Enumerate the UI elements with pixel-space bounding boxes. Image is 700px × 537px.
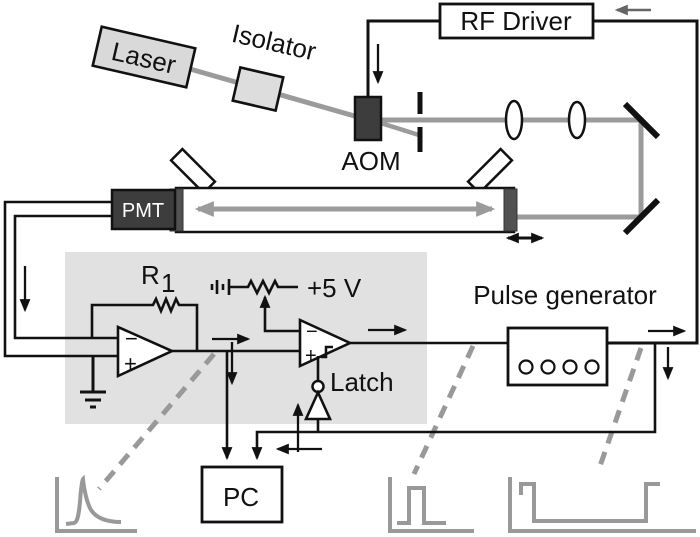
cavity-mirror-right — [503, 188, 518, 232]
pulse-generator-box — [506, 326, 609, 387]
steering-mirror-top — [622, 101, 661, 140]
pc-label: PC — [223, 482, 259, 512]
supply-voltage-label: +5 V — [307, 273, 362, 303]
lens-2 — [567, 100, 587, 140]
waveform-axes — [55, 477, 137, 533]
pulse-trace — [397, 486, 446, 525]
gate-return-wire — [251, 343, 657, 461]
pmt-box — [110, 188, 177, 231]
inverter-triangle — [303, 389, 333, 421]
comparator-plus-sign: + — [305, 345, 317, 367]
cavity-side-arm-right — [466, 147, 514, 195]
pmt-cable-outer — [3, 200, 120, 358]
threshold-wire-up-arrow — [259, 294, 300, 333]
r1-label: R 1 — [141, 260, 175, 298]
opamp-triangle — [116, 324, 176, 379]
pulse-generator-knobs — [518, 359, 600, 375]
trigger-to-rf-wire — [593, 19, 699, 345]
callout-dash-ringdown — [97, 352, 216, 491]
laser-box: Laser — [91, 25, 197, 89]
rf-to-aom-wire — [366, 19, 440, 97]
knob-icon — [540, 359, 556, 375]
waveform-gate — [508, 477, 696, 533]
waveform-axes — [388, 477, 474, 533]
feedback-resistor-r1 — [90, 295, 199, 351]
battery-symbol — [210, 279, 231, 295]
r1-name: R — [141, 260, 160, 290]
pmt-cable-inner — [13, 214, 120, 340]
ringdown-decay-curve — [65, 474, 122, 526]
opamp-minus-sign: − — [125, 326, 138, 351]
isolator-label: Isolator — [229, 18, 319, 66]
opamp-plus-sign: + — [124, 351, 137, 376]
gate-trace — [519, 482, 660, 523]
cavity-side-arm-left — [169, 147, 217, 195]
rf-driver-box — [438, 2, 595, 40]
rf-driver-label: RF Driver — [460, 6, 572, 36]
knob-icon — [584, 359, 600, 375]
comparator-minus-sign: − — [306, 321, 318, 343]
ground-symbol — [80, 356, 106, 409]
isolator-box — [231, 65, 285, 113]
knob-icon — [518, 359, 534, 375]
steering-mirror-bottom — [622, 197, 661, 236]
threshold-resistor — [229, 278, 298, 296]
pulse-generator-label: Pulse generator — [473, 280, 657, 310]
knob-icon — [562, 359, 578, 375]
waveform-comparator-pulse — [388, 477, 474, 533]
pc-box — [200, 465, 284, 524]
waveform-axes — [508, 477, 696, 533]
callout-dash-pulse — [411, 344, 476, 476]
r1-subscript: 1 — [161, 268, 175, 298]
hysteresis-icon — [321, 345, 333, 359]
pmt-label: PMT — [122, 200, 164, 222]
waveform-ringdown — [55, 474, 137, 533]
latch-label: Latch — [330, 367, 394, 397]
lens-1 — [504, 99, 524, 141]
aom-box — [353, 95, 383, 142]
aom-label: AOM — [341, 146, 400, 176]
